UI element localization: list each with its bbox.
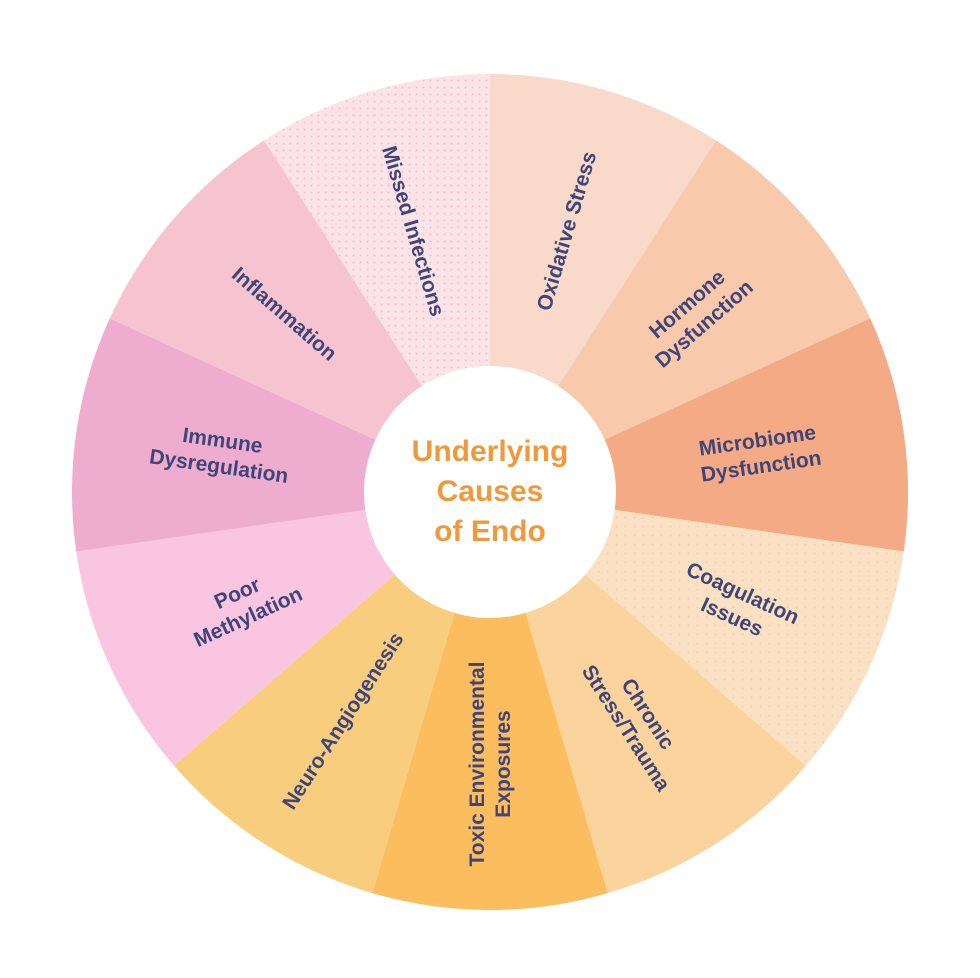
segment-toxic-environmental-exposures [372,492,608,911]
segment-inflammation [109,140,491,493]
segment-chronic-stress-trauma [490,492,806,894]
center-circle [364,366,616,618]
segment-neuro-angiogenesis [174,492,490,894]
segment-hormone-dysfunction [490,140,871,493]
